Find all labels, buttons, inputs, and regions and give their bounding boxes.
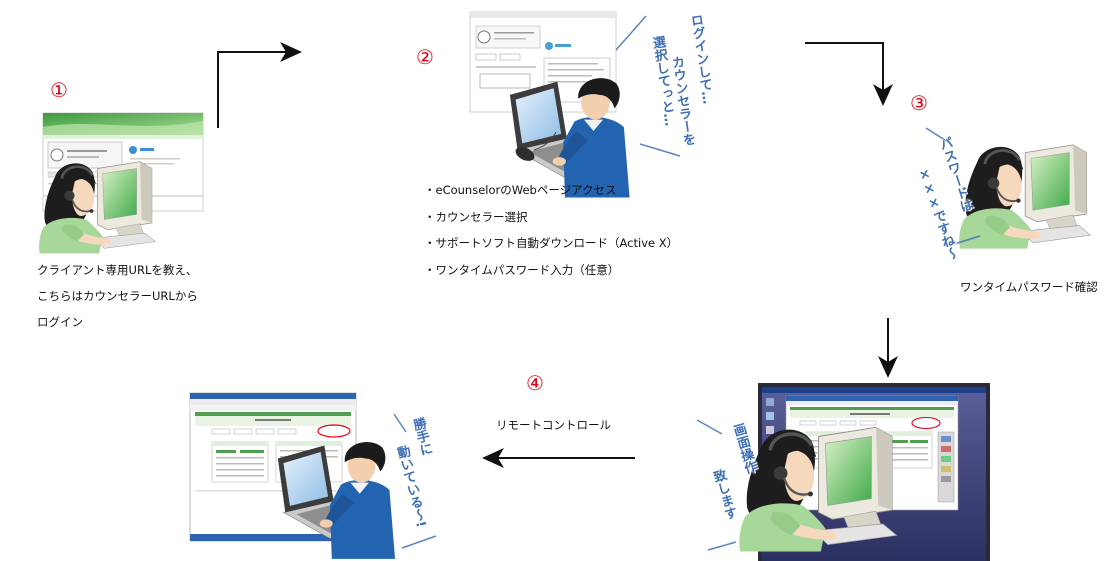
step4-caption: リモートコントロール <box>496 418 611 432</box>
desktop-icon <box>766 398 774 406</box>
step1-caption-line: クライアント専用URLを教え、 <box>37 263 198 277</box>
step4-client-speech-lines <box>393 413 437 549</box>
step1-login-screenshot <box>42 112 204 212</box>
step3-speech-lines <box>925 127 981 247</box>
step2-number: ② <box>416 45 434 69</box>
step3-operator-figure <box>957 143 1092 251</box>
step1-caption-line: ログイン <box>37 315 83 329</box>
step2-bullet-item: ・eCounselorのWebページアクセス <box>424 183 617 197</box>
step1-operator-figure <box>37 160 157 255</box>
step2-bullet-item: ・ワンタイムパスワード入力（任意） <box>424 262 620 277</box>
step2-bullet-list: ・eCounselorのWebページアクセス ・カウンセラー選択 ・サポートソフ… <box>424 177 678 283</box>
computer-mouse <box>515 131 557 161</box>
step4-number: ④ <box>526 371 544 395</box>
step4-client-screenshot <box>189 392 357 542</box>
step4-operator-speech-lines <box>696 419 737 551</box>
highlight-circle <box>317 424 351 438</box>
step4-operator-figure <box>737 425 899 554</box>
desktop-icon <box>766 412 774 420</box>
step2-bullet-item: ・カウンセラー選択 <box>424 209 528 224</box>
arrow-step3-to-step4 <box>878 318 898 378</box>
step2-speech-lines <box>615 15 681 157</box>
desktop-icon <box>766 426 774 434</box>
step2-bullet-item: ・サポートソフト自動ダウンロード（Active X） <box>424 236 679 250</box>
step1-caption-line: こちらはカウンセラーURLから <box>37 289 198 303</box>
arrow-step1-to-step2 <box>217 42 302 128</box>
arrow-step2-to-step3 <box>805 42 893 106</box>
highlight-circle <box>911 416 941 430</box>
arrow-remote-control <box>482 448 635 468</box>
step1-number: ① <box>50 78 68 102</box>
step3-number: ③ <box>910 91 928 115</box>
step3-caption: ワンタイムパスワード確認 <box>960 280 1098 294</box>
step1-caption: クライアント専用URLを教え、 こちらはカウンセラーURLから ログイン <box>37 257 198 335</box>
